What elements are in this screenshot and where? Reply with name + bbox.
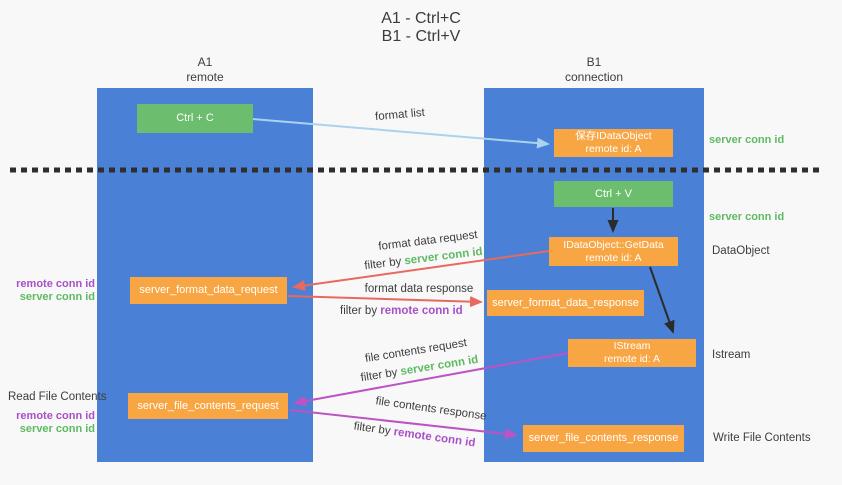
remote-conn-id-text: remote conn id [16,278,95,290]
node-format-response-label: server_format_data_response [492,296,639,309]
diagram-title: A1 - Ctrl+C B1 - Ctrl+V [300,10,542,46]
server-conn-id-text: server conn id [19,291,95,303]
remote-conn-id-text: remote conn id [380,305,463,317]
remote-conn-id-text: remote conn id [16,410,95,422]
title-line-b1: B1 - Ctrl+V [381,28,461,45]
filter-by-text: filter by [359,366,399,385]
label-read-file-contents: Read File Contents [8,391,107,403]
label-format-data-response: format data response [364,283,474,295]
node-getdata-title: IDataObject::GetData [563,238,664,251]
label-conn-ids-file: remote conn id server conn id [0,410,95,436]
label-istream-side: Istream [712,349,751,361]
node-format-request-label: server_format_data_request [139,284,278,296]
node-idataobject-getdata: IDataObject::GetData remote id: A [549,237,678,266]
node-server-file-contents-response: server_file_contents_response [523,425,684,452]
label-conn-ids-format: remote conn id server conn id [0,278,95,304]
node-server-file-contents-request: server_file_contents_request [128,393,288,419]
node-file-response-label: server_file_contents_response [528,432,679,444]
node-save-idataobject-remote-id: remote id: A [585,143,642,155]
title-line-a1: A1 - Ctrl+C [381,10,461,27]
node-save-idataobject: 保存IDataObject remote id: A [554,129,673,157]
label-write-file-contents: Write File Contents [713,432,811,444]
node-istream: IStream remote id: A [568,339,696,367]
label-dataobject: DataObject [712,245,770,257]
node-file-request-label: server_file_contents_request [137,399,279,412]
arrow-format-data-response [287,295,483,308]
node-getdata-remote-id: remote id: A [585,251,642,264]
remote-conn-id-text: remote conn id [392,426,477,450]
label-server-conn-id-top: server conn id [709,134,785,146]
lane-a1-subtitle: remote [186,70,224,84]
node-ctrl-v: Ctrl + V [554,181,673,207]
server-conn-id-text: server conn id [19,423,95,435]
node-save-idataobject-title: 保存IDataObject [575,130,652,142]
lane-header-b1: B1 connection [484,55,704,85]
node-ctrl-v-label: Ctrl + V [595,187,632,200]
label-server-conn-id-mid: server conn id [709,211,785,223]
lane-a1-id: A1 [197,55,213,69]
node-istream-remote-id: remote id: A [603,353,661,365]
filter-by-text: filter by [352,420,392,438]
filter-by-text: filter by [363,255,403,273]
node-istream-title: IStream [613,340,651,352]
node-server-format-data-request: server_format_data_request [130,277,287,304]
label-file-contents-response: file contents response [374,395,488,423]
node-server-format-data-response: server_format_data_response [487,290,644,316]
label-filter-format-response: filter by remote conn id [340,305,463,317]
lane-header-a1: A1 remote [97,55,313,85]
lane-b1-id: B1 [586,55,602,69]
node-ctrl-c: Ctrl + C [137,104,253,133]
label-format-list: format list [374,106,426,124]
lane-b1-subtitle: connection [564,70,624,84]
server-conn-id-text: server conn id [403,245,484,268]
node-ctrl-c-label: Ctrl + C [176,112,214,124]
label-filter-file-response: filter by remote conn id [352,420,477,450]
filter-by-text: filter by [340,305,378,317]
